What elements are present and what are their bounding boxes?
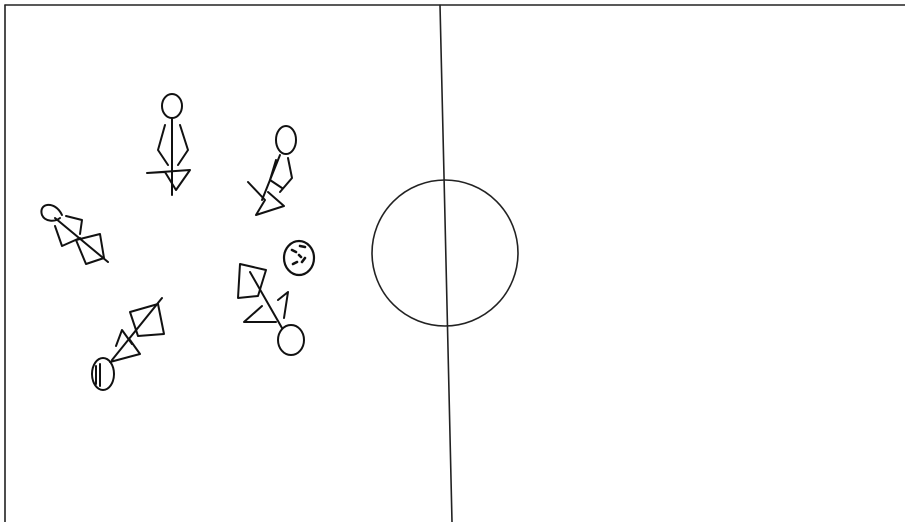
field-boundary <box>5 5 905 522</box>
stick-figure-top-right <box>248 126 296 215</box>
stick-figure-bottom-left <box>92 298 164 390</box>
stick-figure-legs <box>147 170 190 190</box>
soccer-ball-icon <box>284 241 314 275</box>
stick-figure-legs <box>76 234 104 264</box>
stick-figure-head <box>276 126 296 154</box>
stick-figure-left <box>41 205 108 264</box>
stick-figure-center <box>238 264 304 355</box>
ball-pattern <box>292 246 305 264</box>
stick-figure-head <box>162 94 182 118</box>
stick-figure-arms <box>270 158 292 192</box>
stick-figure-head <box>278 325 304 355</box>
stick-figure-legs <box>248 182 284 215</box>
stick-figure-head-shade <box>96 364 100 386</box>
stick-figure-head <box>41 205 62 221</box>
halfway-line <box>440 5 452 522</box>
stick-figure-top <box>147 94 190 195</box>
